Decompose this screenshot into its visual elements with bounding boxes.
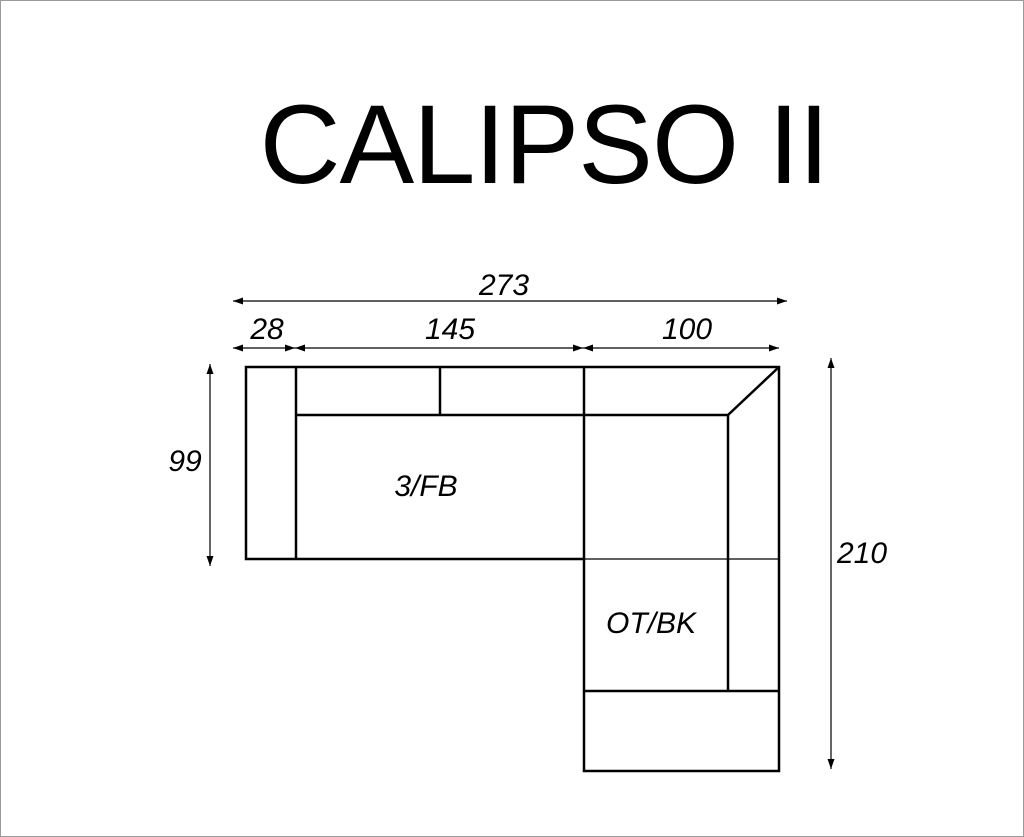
arm-width-label: 28	[249, 313, 284, 346]
corner-width-label: 100	[662, 313, 712, 346]
sofa-module-label: 3/FB	[394, 470, 457, 503]
depth-label: 99	[168, 445, 202, 478]
total-depth-label: 210	[836, 537, 887, 570]
diagram-title: CALIPSO II	[259, 82, 830, 207]
middle-width-label: 145	[425, 313, 475, 346]
corner-module-label: OT/BK	[606, 607, 698, 640]
total-width-label: 273	[478, 269, 529, 302]
sofa-outline	[244, 365, 781, 773]
